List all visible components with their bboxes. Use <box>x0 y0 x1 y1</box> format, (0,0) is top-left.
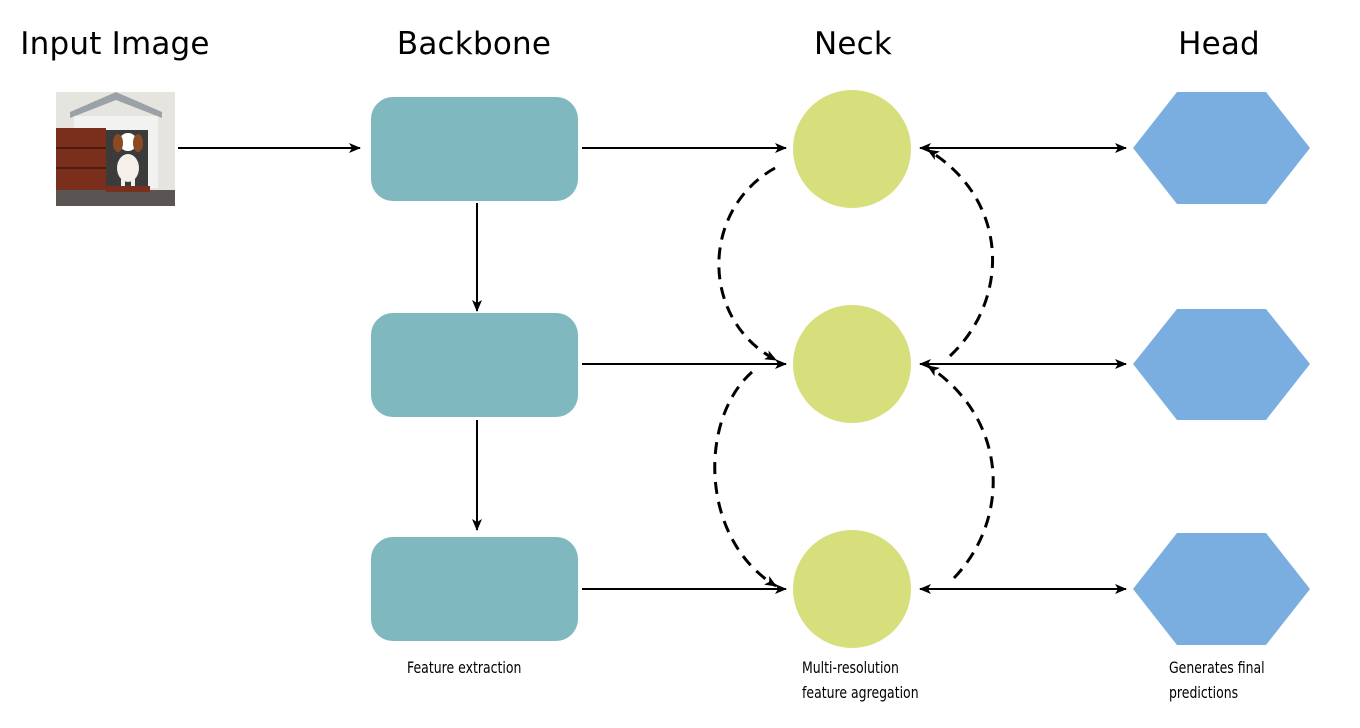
backbone-block-2 <box>371 313 578 417</box>
dashed-arrow-neck-1-to-2-left <box>717 166 777 362</box>
title-input-image: Input Image <box>20 26 210 62</box>
neck-node-2 <box>793 305 911 423</box>
head-node-2 <box>1133 309 1310 420</box>
backbone-block-3 <box>371 537 578 641</box>
input-image <box>56 92 175 206</box>
dashed-arrow-neck-3-to-2-right <box>927 364 995 580</box>
neck-node-3 <box>793 530 911 648</box>
caption-neck-line-2: feature agregation <box>802 683 919 702</box>
caption-neck-line-1: Multi-resolution <box>802 658 899 677</box>
neck-node-1 <box>793 90 911 208</box>
backbone-block-1 <box>371 97 578 201</box>
caption-backbone: Feature extraction <box>407 658 522 677</box>
dashed-arrow-neck-2-to-3-left <box>713 370 777 588</box>
caption-head-line-1: Generates final <box>1169 658 1265 677</box>
dashed-arrow-neck-2-to-1-right <box>927 148 995 358</box>
title-neck: Neck <box>813 26 893 62</box>
head-node-1 <box>1133 92 1310 204</box>
title-backbone: Backbone <box>396 26 552 62</box>
caption-head-line-2: predictions <box>1169 683 1239 702</box>
title-head: Head <box>1178 26 1260 62</box>
head-node-3 <box>1133 533 1310 645</box>
